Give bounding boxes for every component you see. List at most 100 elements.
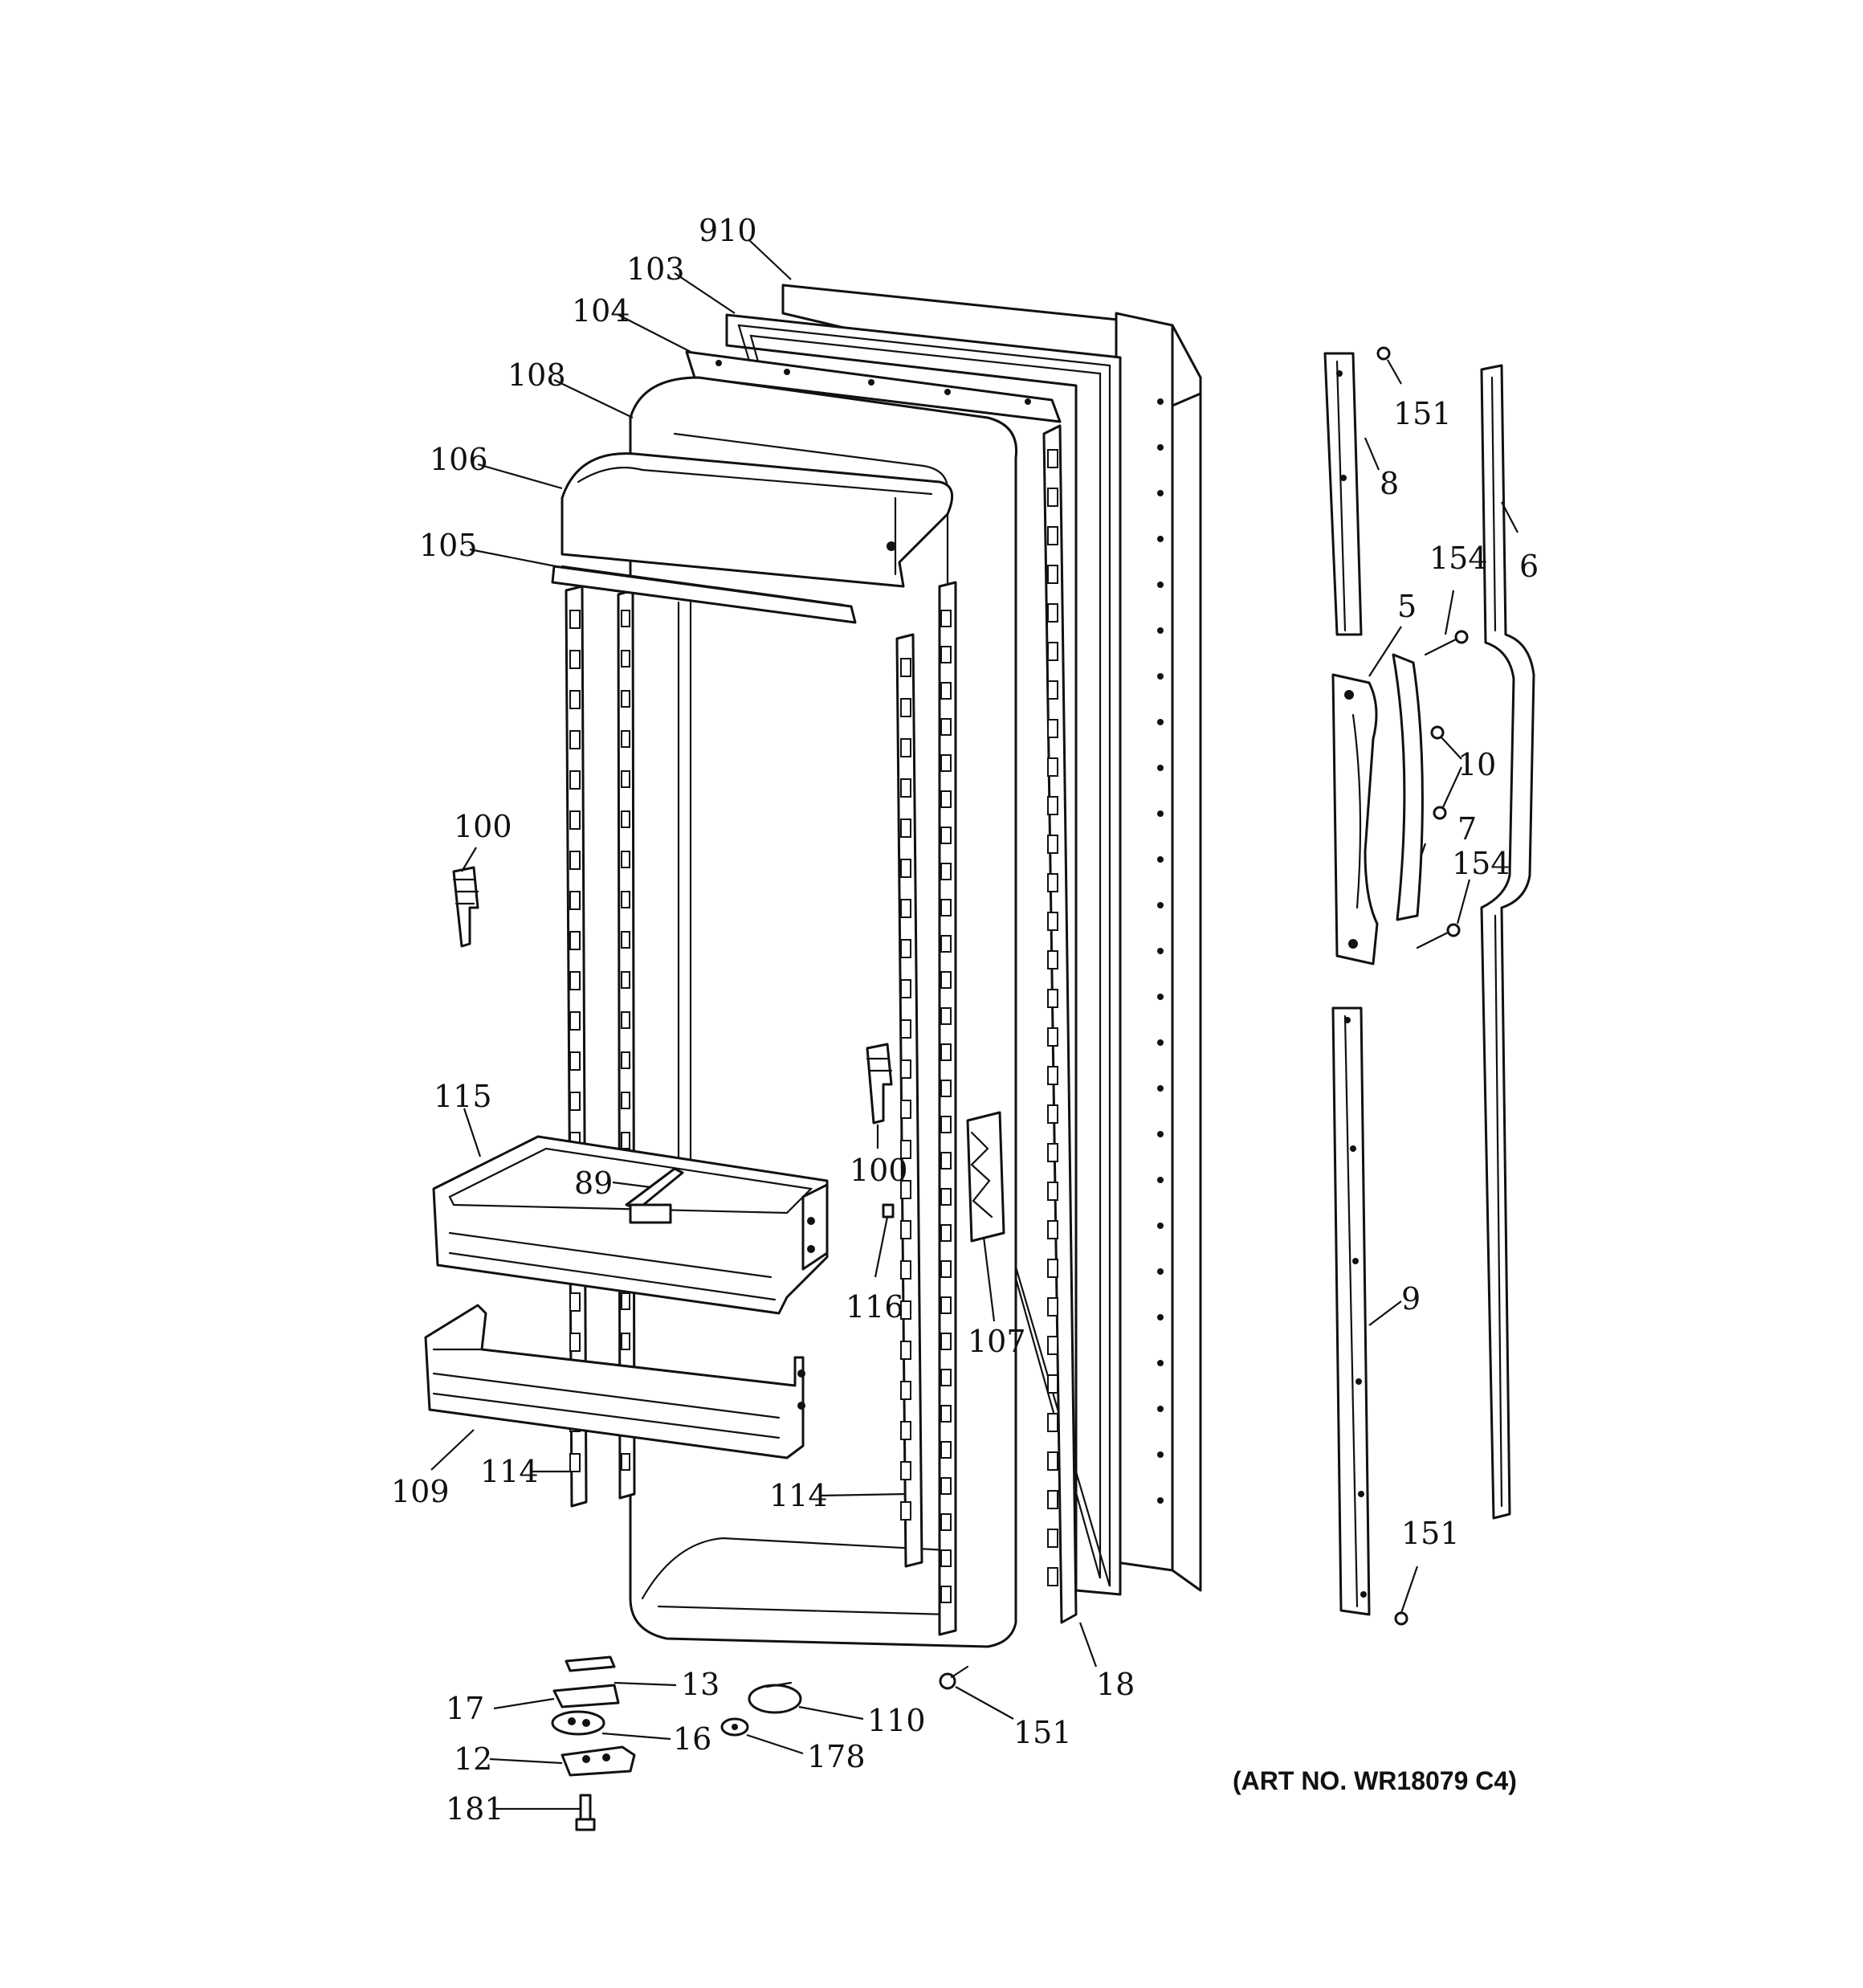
rail-slot [569,931,581,950]
liner-slot [940,971,952,989]
rail-slot [621,610,630,627]
strip-slot [1047,449,1058,468]
liner-slot [940,1549,952,1567]
panel-hole [1157,1497,1164,1504]
callout-9: 9 [1401,1281,1421,1316]
liner-slot [940,827,952,844]
screw-151-top [1376,346,1391,361]
callout-151-bottom-right: 151 [1401,1516,1460,1551]
rail-slot [900,939,911,958]
rail-slot [569,730,581,749]
strip-slot [1047,488,1058,507]
liner-slot [940,754,952,772]
panel-hole [1157,810,1164,817]
rail-slot [569,610,581,629]
strip-slot [1047,719,1058,738]
callout-100-left: 100 [454,809,512,844]
strip-slot [1047,1066,1058,1085]
liner-slot [940,863,952,880]
liner-slot [940,1116,952,1133]
panel-hole [1157,719,1164,725]
leader-lines [430,239,1519,1810]
rail-slot [569,1453,581,1472]
callout-100-center: 100 [850,1153,908,1188]
strip-slot [1047,1259,1058,1278]
rail-slot [900,1140,911,1159]
callout-5: 5 [1397,589,1417,624]
liner-slot [940,1224,952,1242]
callout-labels: 910 103 104 108 106 105 100 115 89 100 1… [391,213,1539,1827]
top-strip [685,350,1062,423]
rail-slot [569,971,581,990]
dairy-door-hinge-strip [551,565,857,624]
strip-slot [1047,873,1058,892]
rail-slot [621,1011,630,1029]
callout-89: 89 [574,1165,613,1201]
liner-slot [940,646,952,663]
strip-slot [1047,603,1058,623]
callout-104: 104 [572,293,630,329]
liner-slot [940,1369,952,1386]
rail-slot [621,1132,630,1149]
strip-slot [1047,950,1058,970]
liner-slot [940,610,952,627]
callout-910: 910 [699,213,757,248]
hinge-side-strip [1042,424,1078,1624]
callout-7: 7 [1457,811,1477,847]
liner-slot [940,1043,952,1061]
callout-12: 12 [454,1741,492,1777]
rail-slot [900,818,911,838]
liner-slot [940,1477,952,1495]
callout-154-bottom: 154 [1452,846,1510,881]
panel-hole [1157,1039,1164,1046]
liner-slot [940,1080,952,1097]
panel-hole [1157,1223,1164,1229]
rail-slot [900,979,911,998]
liner-slot [940,682,952,700]
callout-108: 108 [508,357,566,393]
center-shelf-rail [895,633,923,1568]
callout-105: 105 [419,528,478,563]
rail-slot [900,1461,911,1480]
callout-103: 103 [626,251,685,287]
rail-slot [900,1501,911,1521]
liner-slot [940,1586,952,1603]
panel-hole [1157,948,1164,954]
strip-slot [1047,757,1058,777]
strip-slot [1047,1143,1058,1162]
rail-slot [621,1051,630,1069]
rail-slot [569,1092,581,1111]
callout-109: 109 [391,1474,450,1509]
liner-slot [940,935,952,953]
shelf-bracket-center [866,1043,893,1125]
rail-slot [900,658,911,677]
strip-slot [1047,565,1058,584]
rail-slot [900,1100,911,1119]
liner-slot [940,1007,952,1025]
liner-slot [940,1405,952,1423]
handle-insert-7 [1392,653,1424,921]
screws-154 [1416,630,1469,949]
liner-slot [940,718,952,736]
liner-slot [940,790,952,808]
callout-8: 8 [1380,466,1399,501]
callout-106: 106 [430,442,488,477]
strip-slot [1047,835,1058,854]
panel-hole [1157,1177,1164,1183]
art-number: (ART NO. WR18079 C4) [1233,1766,1517,1795]
panel-hole [1157,673,1164,680]
panel-hole [1157,536,1164,542]
shim-piece [966,1111,1005,1243]
rail-slot [621,650,630,667]
callout-107: 107 [968,1324,1026,1359]
rail-slot [569,690,581,709]
panel-hole [1157,902,1164,908]
callout-181: 181 [446,1791,504,1827]
rail-slot [900,1220,911,1239]
strip-slot [1047,1220,1058,1239]
rail-slot [569,1051,581,1071]
handle-trim-long-6 [1480,364,1535,1520]
callout-114-center: 114 [769,1478,828,1513]
clip-116 [882,1203,895,1219]
rail-slot [621,1092,630,1109]
